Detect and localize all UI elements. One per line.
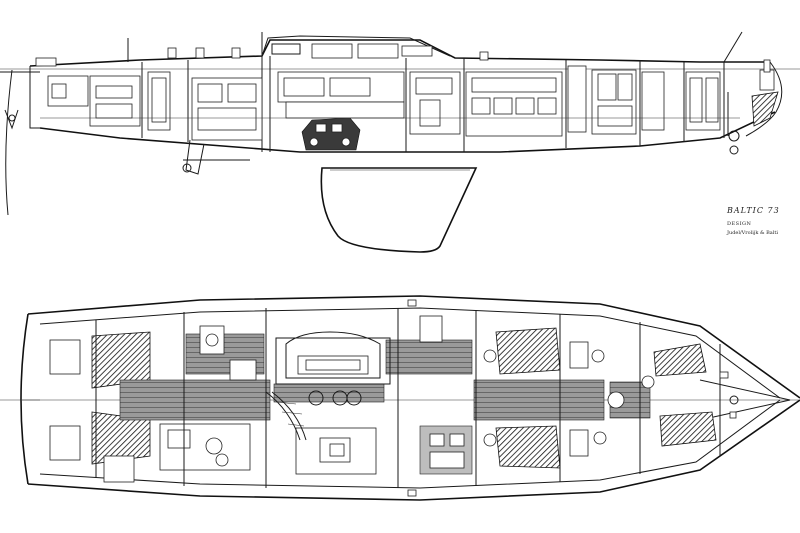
side-profile: [0, 31, 800, 253]
engine: [301, 117, 361, 151]
design-label: DESIGN: [727, 221, 752, 227]
companionway: [265, 391, 307, 441]
model-name: BALTIC 73: [727, 206, 780, 215]
aft-berth-port: [91, 331, 151, 389]
guest-berth-starboard: [495, 425, 561, 469]
guest-berth-port: [495, 327, 561, 375]
title-block: BALTIC 73 DESIGN Judel/Vrolijk & Balti: [727, 206, 780, 236]
profile-interior: [35, 47, 779, 152]
plan-view: [0, 295, 800, 501]
forward-berth: [659, 411, 717, 447]
designer-name: Judel/Vrolijk & Balti: [727, 230, 778, 236]
